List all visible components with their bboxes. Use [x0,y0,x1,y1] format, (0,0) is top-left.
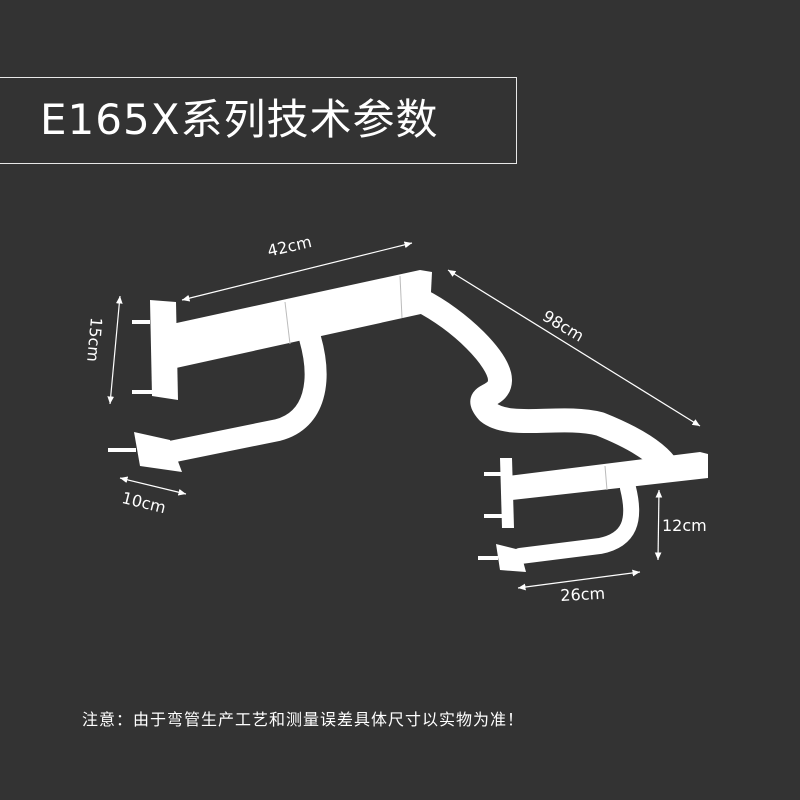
title-frame: E165X系列技术参数 [0,77,517,164]
dim-line-98 [447,269,701,427]
dim-line-42 [181,241,413,302]
dim-line-12 [654,489,663,561]
dim-15-label: 15cm [83,316,106,363]
page-title: E165X系列技术参数 [40,95,439,144]
large-bracket [108,270,679,475]
disclaimer-note: 注意：由于弯管生产工艺和测量误差具体尺寸以实物为准！ [82,710,525,729]
dim-line-15 [107,295,123,405]
dim-26-label: 26cm [559,583,606,605]
dim-line-10 [119,476,187,496]
small-bracket [478,452,708,572]
dim-12-label: 12cm [662,516,707,535]
dim-line-26 [517,569,641,591]
dimension-lines [107,241,701,591]
